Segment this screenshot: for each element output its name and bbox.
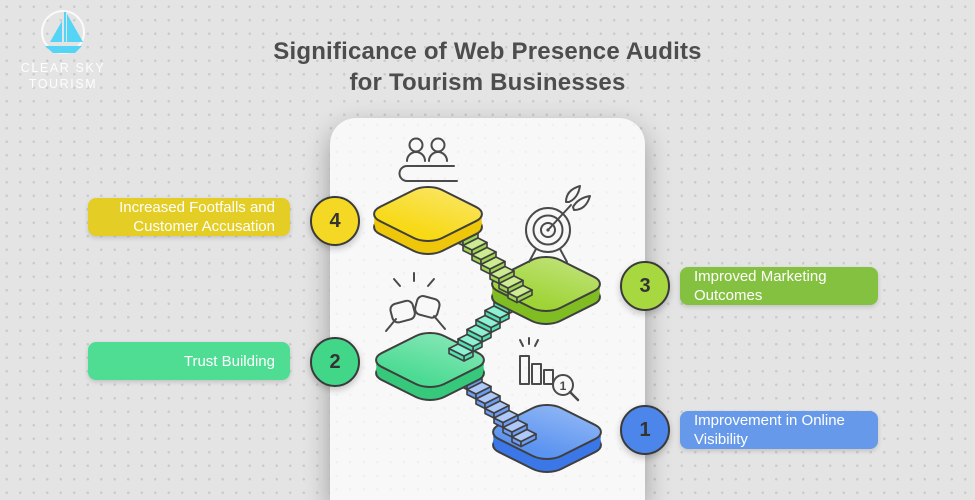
brand-name-line2: TOURISM	[28, 77, 98, 91]
magnifier-digit: 1	[560, 379, 567, 393]
page-title: Significance of Web Presence Audits for …	[0, 36, 975, 98]
bar-chart-search-icon: 1	[519, 337, 580, 402]
step-4-label: Increased Footfalls and Customer Accusat…	[88, 198, 290, 236]
staircase-layers	[366, 183, 609, 476]
illustration-card: 1	[330, 118, 645, 500]
step-1-label: Improvement in Online Visibility	[680, 411, 878, 449]
staircase-illustration: 1	[330, 137, 645, 500]
step-2-label: Trust Building	[88, 342, 290, 380]
step-2-number-badge: 2	[310, 337, 360, 387]
step-3-label: Improved Marketing Outcomes	[680, 267, 878, 305]
step-1-number-badge: 1	[620, 405, 670, 455]
step-4-number-badge: 4	[310, 196, 360, 246]
page-title-line2: for Tourism Businesses	[349, 69, 626, 96]
step-3-number-badge: 3	[620, 261, 670, 311]
brand-logo: CLEAR SKY TOURISM	[8, 4, 118, 92]
fist-bump-icon	[385, 272, 446, 332]
people-counter-icon	[398, 137, 458, 182]
page-title-line1: Significance of Web Presence Audits	[273, 38, 702, 65]
target-dart-icon	[525, 185, 591, 263]
brand-name-line1: CLEAR SKY	[20, 61, 106, 75]
sailboat-icon	[40, 10, 85, 54]
